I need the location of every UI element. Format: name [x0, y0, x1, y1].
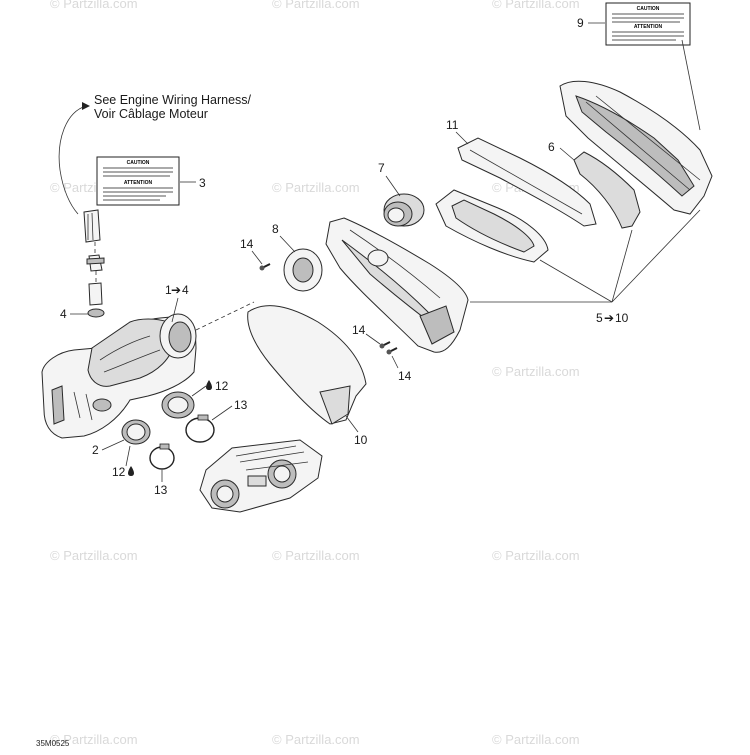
- leader-14: [251, 250, 263, 265]
- figure-code: 35M0525: [36, 739, 70, 748]
- part-7-fitting: [383, 193, 425, 227]
- leader-14: [365, 333, 381, 345]
- leader-14: [391, 355, 399, 369]
- lubricant-drop-icon: [128, 466, 134, 476]
- part-10-lower-tray: [247, 305, 367, 425]
- watermark: © Partzilla.com: [272, 548, 360, 563]
- leader-10: [345, 415, 359, 433]
- watermark: © Partzilla.com: [50, 732, 138, 747]
- callout-5: 5: [596, 311, 603, 325]
- callout-14: 14: [240, 237, 254, 251]
- part-13-hose-clamp: [149, 414, 215, 470]
- watermark: © Partzilla.com: [272, 0, 360, 11]
- callout-5-to-10: 5 ➔ 10: [596, 311, 629, 325]
- leader-7: [385, 175, 401, 197]
- label-heading: ATTENTION: [124, 180, 153, 186]
- watermark: © Partzilla.com: [492, 0, 580, 11]
- leader-11: [455, 131, 469, 145]
- part-6-foam-pad: [573, 151, 641, 229]
- callout-13: 13: [154, 483, 168, 497]
- callout-7: 7: [378, 161, 385, 175]
- callout-12-upper: 12: [206, 379, 229, 393]
- range-arrow-icon: ➔: [171, 283, 181, 297]
- callout-11: 11: [446, 118, 459, 132]
- callout-10: 10: [354, 433, 368, 447]
- filter-frame: [435, 189, 549, 263]
- part-11-filter: [457, 137, 597, 227]
- top-cover: [559, 80, 713, 215]
- leader-2: [101, 439, 125, 451]
- watermark: © Partzilla.com: [50, 548, 138, 563]
- watermark: © Partzilla.com: [272, 732, 360, 747]
- watermark: © Partzilla.com: [50, 0, 138, 11]
- part-4-drain-valve: [83, 209, 105, 318]
- callout-1-to-4: 1 ➔ 4: [165, 283, 189, 297]
- part-14-screw: [259, 263, 398, 355]
- part-9-caution-label: CAUTION ATTENTION: [605, 2, 691, 46]
- callout-14: 14: [398, 369, 412, 383]
- leader-9-connector: [681, 39, 701, 131]
- part-5-upper-housing: [325, 217, 469, 353]
- leader-5-10: [611, 229, 633, 303]
- callout-12: 12: [112, 465, 126, 479]
- callout-13: 13: [234, 398, 248, 412]
- wiring-harness-note: See Engine Wiring Harness/: [94, 93, 252, 107]
- leader-1-4: [171, 297, 179, 323]
- assembly-line: [195, 301, 255, 331]
- callout-1: 1: [165, 283, 172, 297]
- arrow-head-icon: [82, 102, 90, 110]
- label-heading: CAUTION: [127, 160, 150, 166]
- part-8-gasket: [283, 248, 323, 292]
- label-heading: ATTENTION: [634, 24, 663, 30]
- callout-12: 12: [215, 379, 229, 393]
- watermark: © Partzilla.com: [492, 364, 580, 379]
- note-leader-line: [58, 105, 87, 215]
- callout-12-lower: 12: [112, 465, 134, 479]
- callout-4: 4: [60, 307, 67, 321]
- callout-8: 8: [272, 222, 279, 236]
- callout-14: 14: [352, 323, 366, 337]
- leader-6: [559, 147, 575, 161]
- leader-12: [191, 385, 207, 397]
- leader-8: [279, 235, 296, 253]
- watermark: © Partzilla.com: [492, 732, 580, 747]
- leader-12: [125, 445, 131, 467]
- part-2-coupling-sleeve: [121, 391, 195, 445]
- wiring-harness-note-fr: Voir Câblage Moteur: [94, 107, 208, 121]
- throttle-body-assembly: [199, 439, 323, 513]
- callout-3: 3: [199, 176, 206, 190]
- watermark: © Partzilla.com: [272, 180, 360, 195]
- label-heading: CAUTION: [637, 6, 660, 12]
- leader-13: [211, 405, 233, 421]
- leader-5-10: [539, 259, 613, 303]
- callout-2: 2: [92, 443, 99, 457]
- part-3-caution-label: CAUTION ATTENTION: [96, 156, 180, 206]
- callout-9: 9: [577, 16, 584, 30]
- lubricant-drop-icon: [206, 380, 212, 390]
- watermark: © Partzilla.com: [492, 548, 580, 563]
- callout-10-range: 10: [615, 311, 629, 325]
- callout-6: 6: [548, 140, 555, 154]
- range-arrow-icon: ➔: [604, 311, 614, 325]
- callout-4-range: 4: [182, 283, 189, 297]
- leader-5-10: [611, 209, 701, 303]
- part-1-intake-housing: [41, 313, 197, 439]
